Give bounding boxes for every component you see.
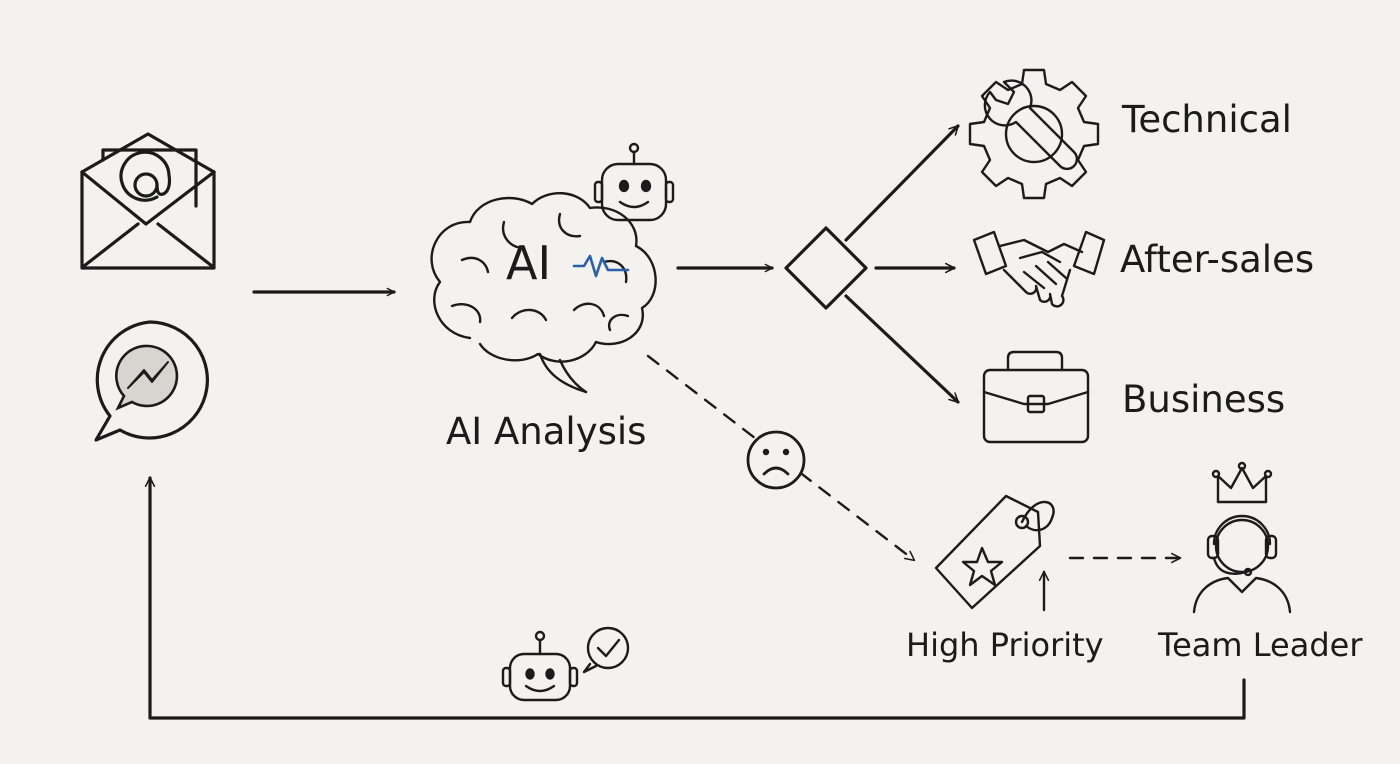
messenger-chat-icon — [94, 320, 209, 442]
team-leader-label: Team Leader — [1158, 626, 1363, 664]
sad-face-icon — [746, 430, 806, 490]
gear-wrench-icon — [968, 68, 1100, 200]
business-arrow — [844, 294, 960, 404]
handshake-icon — [972, 230, 1106, 308]
briefcase-icon — [982, 350, 1090, 444]
after-sales-label: After-sales — [1120, 238, 1315, 281]
email-envelope-icon — [80, 132, 216, 270]
technical-arrow — [844, 124, 960, 242]
brain-icon — [430, 191, 657, 394]
priority-tag-icon — [934, 494, 1055, 612]
decision-diamond-icon — [784, 226, 868, 310]
feedback-loop-line — [144, 476, 1246, 720]
robot-icon — [593, 142, 675, 222]
business-label: Business — [1122, 378, 1286, 421]
team-leader-headset-icon — [1192, 461, 1292, 614]
ai-mark: AI — [506, 236, 552, 290]
ai-analysis-label: AI Analysis — [446, 410, 647, 453]
robot-check-icon — [501, 626, 630, 702]
ai-wave-icon — [572, 254, 630, 278]
technical-label: Technical — [1122, 98, 1292, 141]
high-priority-label: High Priority — [906, 626, 1104, 664]
